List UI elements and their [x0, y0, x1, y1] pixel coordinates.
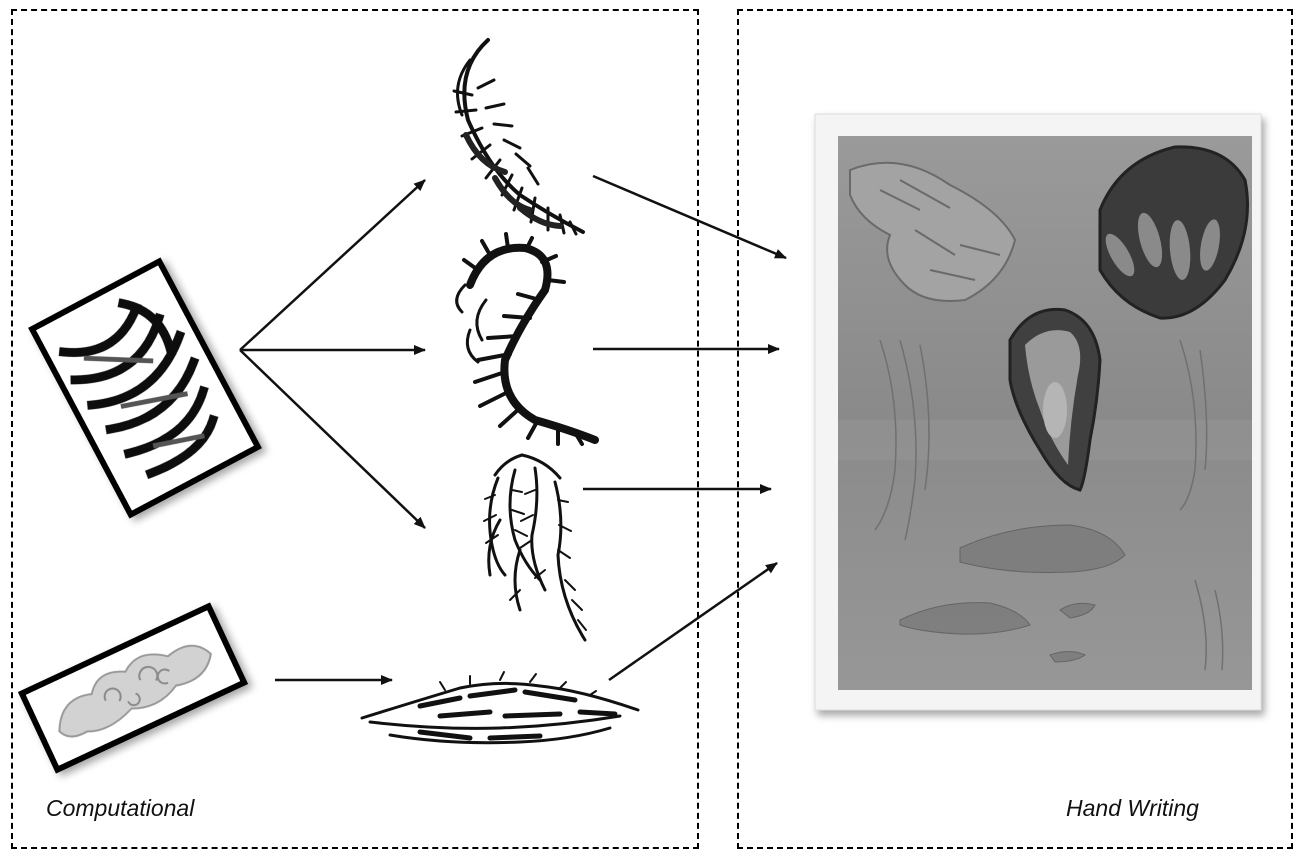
arrow-to-plume — [240, 180, 425, 350]
arrow-plume-to-photo — [593, 176, 786, 258]
computational-label: Computational — [46, 795, 194, 822]
hand-writing-photo — [815, 114, 1261, 710]
fractal-curl — [457, 234, 595, 444]
arrow-to-weeping — [240, 350, 425, 528]
fractal-landscape — [362, 672, 638, 743]
hand-writing-label: Hand Writing — [1066, 795, 1199, 822]
branch-arrows — [240, 180, 425, 680]
fractal-weeping — [484, 455, 586, 640]
fractal-plume — [454, 40, 583, 234]
arrow-landscape-to-photo — [609, 563, 777, 680]
source-fractal-thumbnail-1 — [32, 261, 258, 514]
transfer-arrows — [583, 176, 786, 680]
source-fractal-thumbnail-2 — [22, 606, 244, 769]
